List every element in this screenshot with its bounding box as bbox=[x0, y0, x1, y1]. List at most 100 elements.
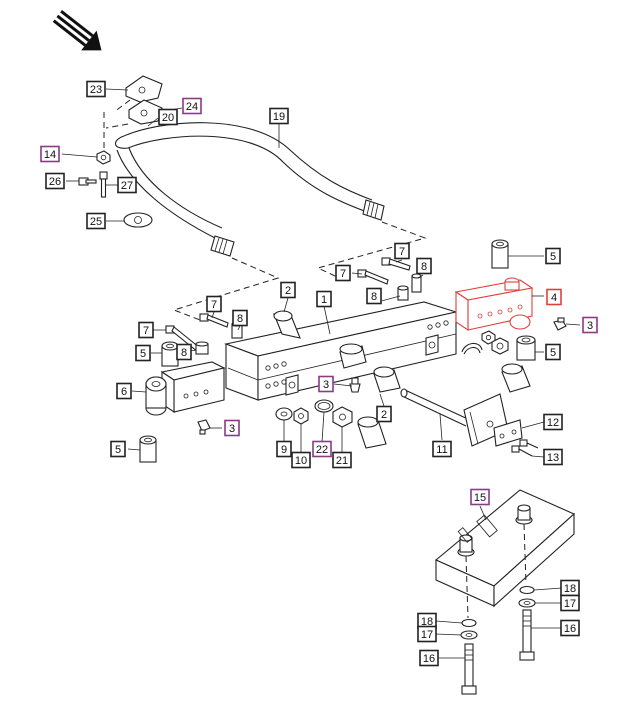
callout-c16a: 16 bbox=[560, 619, 580, 637]
callout-number: 4 bbox=[551, 292, 557, 304]
bushing-5-bottom-left bbox=[139, 435, 157, 463]
callout-box bbox=[312, 440, 332, 458]
washer-9 bbox=[275, 407, 293, 421]
callout-number: 7 bbox=[211, 299, 217, 311]
callout-number: 8 bbox=[371, 291, 377, 303]
callout-c2a: 2 bbox=[280, 281, 296, 299]
tow-bar-thread-left bbox=[210, 235, 235, 257]
callout-number: 16 bbox=[564, 623, 576, 635]
bolt-7-c bbox=[199, 313, 229, 328]
callout-number: 23 bbox=[90, 84, 102, 96]
callout-number: 25 bbox=[90, 216, 102, 228]
bolt-16-left bbox=[461, 643, 477, 695]
leader-lines bbox=[61, 88, 581, 659]
callout-box bbox=[206, 295, 222, 313]
callout-box bbox=[269, 107, 289, 125]
callout-c22: 22 bbox=[312, 440, 332, 458]
callout-number: 1 bbox=[321, 294, 327, 306]
callout-c5a: 5 bbox=[545, 247, 561, 265]
callout-box bbox=[86, 212, 106, 230]
callout-c18a: 18 bbox=[560, 579, 580, 597]
callout-number: 21 bbox=[336, 455, 348, 467]
callout-c17b: 17 bbox=[417, 625, 437, 643]
callout-number: 22 bbox=[316, 444, 328, 456]
callout-box bbox=[276, 440, 292, 458]
callout-c16b: 16 bbox=[419, 649, 439, 667]
callout-c19: 19 bbox=[269, 107, 289, 125]
callout-box bbox=[176, 343, 192, 361]
callout-number: 7 bbox=[340, 268, 346, 280]
callout-c9: 9 bbox=[276, 440, 292, 458]
callout-number: 3 bbox=[323, 379, 329, 391]
callout-c10: 10 bbox=[291, 451, 311, 469]
snap-ring-right bbox=[461, 342, 483, 355]
hitch-bracket-lower bbox=[128, 99, 163, 125]
pin-8-b bbox=[397, 285, 409, 301]
callout-box bbox=[582, 316, 598, 334]
callout-box bbox=[110, 440, 126, 458]
pin-8-d bbox=[195, 341, 209, 355]
callout-c6: 6 bbox=[116, 382, 132, 400]
callout-box bbox=[335, 264, 351, 282]
callout-box bbox=[232, 309, 248, 327]
sleeve-2-top bbox=[273, 310, 301, 339]
nut-10 bbox=[293, 407, 309, 425]
callout-c7c: 7 bbox=[206, 295, 222, 313]
callout-number: 3 bbox=[229, 423, 235, 435]
callout-box bbox=[224, 419, 240, 437]
callout-box bbox=[560, 619, 580, 637]
callout-box bbox=[291, 451, 311, 469]
callout-c14: 14 bbox=[40, 145, 60, 163]
callout-c2b: 2 bbox=[376, 405, 392, 423]
callout-box bbox=[332, 451, 352, 469]
callout-c5c: 5 bbox=[545, 343, 561, 361]
callout-number: 5 bbox=[140, 348, 146, 360]
callout-c8d: 8 bbox=[176, 343, 192, 361]
callout-box bbox=[543, 448, 563, 466]
grease-fitting-3-middle bbox=[349, 377, 361, 393]
callout-number: 8 bbox=[237, 313, 243, 325]
callout-number: 12 bbox=[547, 417, 559, 429]
callout-c7d: 7 bbox=[138, 321, 154, 339]
callout-c7a: 7 bbox=[394, 242, 410, 260]
grease-fitting-3-left bbox=[197, 419, 211, 435]
callout-c25: 25 bbox=[86, 212, 106, 230]
callout-number: 5 bbox=[115, 444, 121, 456]
callout-number: 17 bbox=[421, 629, 433, 641]
callout-number: 2 bbox=[285, 285, 291, 297]
bolt-27 bbox=[99, 171, 108, 198]
bolts-13 bbox=[511, 439, 539, 457]
callout-number: 27 bbox=[121, 180, 133, 192]
callout-number: 7 bbox=[143, 325, 149, 337]
callout-c23: 23 bbox=[86, 80, 106, 98]
hitch-bracket-upper bbox=[125, 75, 163, 103]
bolt-26 bbox=[78, 177, 97, 186]
lock-washer-18-left bbox=[461, 618, 477, 628]
callout-number: 16 bbox=[423, 653, 435, 665]
callout-number: 11 bbox=[436, 444, 447, 456]
callout-box bbox=[560, 594, 580, 612]
flange-plate-25 bbox=[123, 212, 153, 228]
callout-c15: 15 bbox=[470, 488, 490, 506]
callout-number: 26 bbox=[49, 176, 61, 188]
callout-c3b: 3 bbox=[318, 375, 334, 393]
callout-number: 13 bbox=[547, 452, 559, 464]
callout-number: 9 bbox=[281, 444, 287, 456]
callout-number: 2 bbox=[381, 409, 387, 421]
callout-number: 24 bbox=[186, 101, 198, 113]
bushing-5-right bbox=[516, 335, 536, 361]
callout-c4: 4 bbox=[546, 288, 562, 306]
callout-box bbox=[280, 281, 296, 299]
callout-box bbox=[545, 247, 561, 265]
callout-box bbox=[394, 242, 410, 260]
snap-ring-22 bbox=[314, 399, 334, 413]
callout-box bbox=[182, 97, 202, 115]
callout-box bbox=[117, 176, 137, 194]
callout-number: 8 bbox=[181, 347, 187, 359]
callout-box bbox=[116, 382, 132, 400]
sleeve-right bbox=[501, 363, 531, 393]
callout-number: 10 bbox=[295, 455, 307, 467]
